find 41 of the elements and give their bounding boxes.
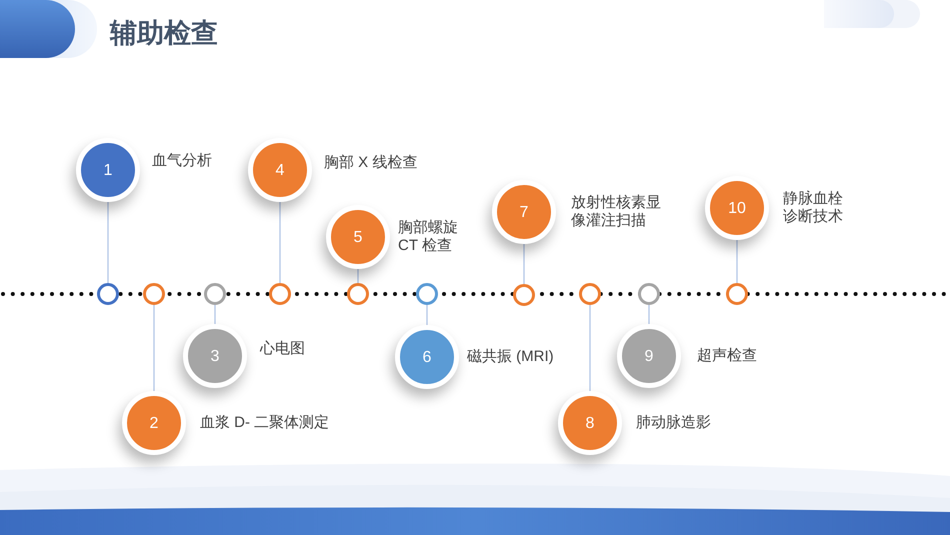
step-label: 肺动脉造影	[636, 414, 711, 432]
step-label: 胸部螺旋CT 检查	[398, 219, 459, 255]
timeline-marker	[579, 283, 601, 305]
step-number: 10	[728, 198, 746, 218]
step-number: 2	[150, 414, 158, 432]
connector-line	[357, 269, 359, 283]
step-number: 7	[520, 202, 528, 222]
slide-title: 辅助检查	[110, 17, 218, 50]
step-label: 血气分析	[152, 152, 212, 170]
timeline-marker	[269, 283, 291, 305]
timeline-marker	[638, 283, 660, 305]
step-label: 静脉血栓诊断技术	[783, 190, 844, 226]
step-number: 9	[644, 346, 654, 366]
connector-line	[589, 305, 591, 391]
step-number: 8	[586, 414, 594, 432]
step-label: 磁共振 (MRI)	[467, 348, 554, 366]
step-number: 5	[354, 228, 362, 246]
step-number: 4	[276, 160, 284, 180]
timeline-marker	[726, 283, 748, 305]
step-label: 血浆 D- 二聚体测定	[200, 414, 330, 432]
timeline-marker	[143, 283, 165, 305]
connector-line	[426, 305, 428, 325]
step-label: 放射性核素显像灌注扫描	[571, 194, 662, 230]
step-number: 3	[210, 346, 220, 366]
connector-line	[736, 240, 738, 283]
timeline-marker	[347, 283, 369, 305]
step-label: 超声检查	[697, 347, 757, 365]
timeline-marker	[204, 283, 226, 305]
connector-line	[153, 305, 155, 391]
timeline-marker	[513, 284, 535, 306]
connector-line	[107, 202, 109, 283]
connector-line	[648, 305, 650, 324]
step-number: 1	[104, 160, 112, 180]
connector-line	[214, 305, 216, 324]
connector-line	[279, 202, 281, 283]
timeline-marker	[416, 283, 438, 305]
step-number: 6	[422, 348, 432, 366]
connector-line	[523, 244, 525, 284]
step-label: 心电图	[260, 340, 305, 358]
step-label: 胸部 X 线检查	[324, 154, 418, 172]
timeline-marker	[97, 283, 119, 305]
